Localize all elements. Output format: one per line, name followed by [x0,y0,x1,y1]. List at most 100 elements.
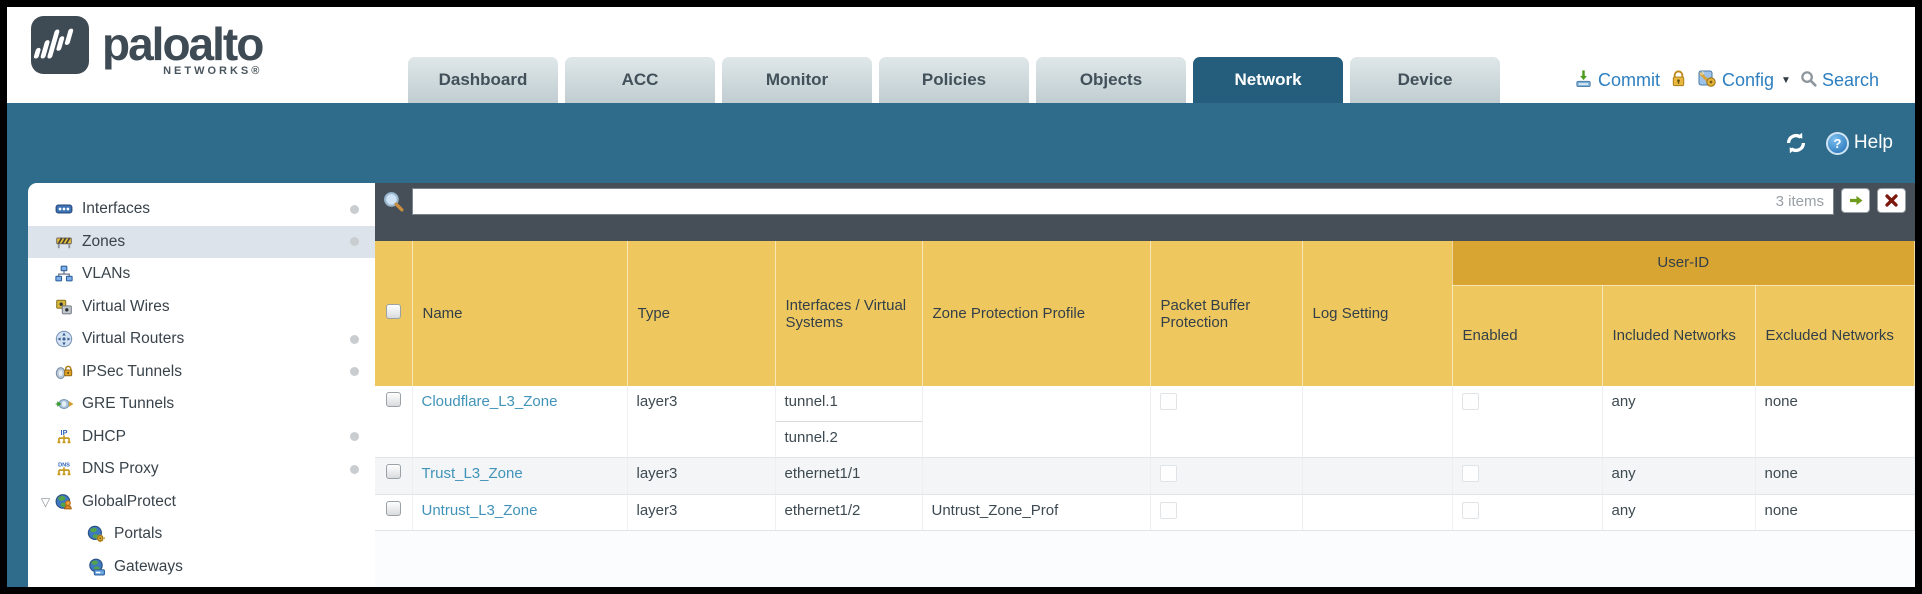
refresh-icon[interactable] [1784,131,1808,155]
commit-icon [1574,69,1593,93]
logo-wordmark: paloalto [102,17,264,70]
ipsec-tunnels-icon [55,363,75,381]
dhcp-icon: IP [55,428,75,446]
config-menu[interactable]: Config ▼ [1697,68,1791,93]
sidebar-item-virtual-wires[interactable]: Virtual Wires [28,291,375,324]
user-id-group-header: User-ID [1452,241,1915,286]
zones-table: Name Type Interfaces / Virtual Systems Z… [375,241,1915,531]
filter-toolbar: 3 items [375,183,1915,241]
select-all-checkbox[interactable] [385,304,401,319]
row-checkbox[interactable] [385,464,401,479]
user-id-enabled-checkbox[interactable] [1461,465,1479,482]
clear-filter-button[interactable] [1877,188,1906,213]
virtual-wires-icon [55,298,75,316]
column-header-included-networks[interactable]: Included Networks [1602,285,1756,386]
row-checkbox[interactable] [385,500,401,516]
packet-buffer-checkbox[interactable] [1159,501,1177,519]
included-networks-cell: any [1602,457,1756,495]
apply-filter-button[interactable] [1841,188,1870,213]
user-id-enabled-checkbox[interactable] [1461,501,1479,519]
commit-button[interactable]: Commit [1574,69,1660,93]
sidebar-item-gateways[interactable]: Gateways [28,551,375,584]
sidebar-item-label: GlobalProtect [82,492,176,510]
tab-network[interactable]: Network [1193,57,1343,103]
svg-text:IP: IP [61,428,68,437]
virtual-routers-icon [55,330,75,348]
lock-icon[interactable] [1669,69,1688,93]
sidebar-item-label: Virtual Routers [82,330,185,348]
sidebar-item-vlans[interactable]: VLANs [28,258,375,291]
column-header-name[interactable]: Name [412,241,628,386]
sidebar-item-label: Interfaces [82,200,151,218]
status-dot [350,432,359,442]
tab-monitor[interactable]: Monitor [722,57,872,103]
sidebar-item-label: IPSec Tunnels [82,362,182,380]
sidebar-item-label: Zones [82,232,126,250]
tab-device[interactable]: Device [1350,57,1500,103]
sidebar-item-dns-proxy[interactable]: DNS DNS Proxy [28,453,375,486]
svg-text:DNS: DNS [58,463,70,469]
status-dot [350,204,359,214]
interface-cell: tunnel.2 [784,428,838,446]
expander-icon[interactable]: ▽ [40,494,51,509]
sidebar-item-label: Gateways [114,557,183,575]
tab-objects[interactable]: Objects [1036,57,1186,103]
zone-type-cell: layer3 [627,494,776,531]
globalprotect-icon [55,493,75,511]
tab-policies[interactable]: Policies [879,57,1029,103]
packet-buffer-checkbox[interactable] [1159,393,1177,410]
column-header-type[interactable]: Type [627,241,776,386]
packet-buffer-checkbox[interactable] [1159,465,1177,482]
interface-cell: ethernet1/1 [784,465,861,482]
search-icon [1800,70,1817,92]
column-header-packet-buffer-protection[interactable]: Packet Buffer Protection [1150,241,1303,386]
portals-icon [87,525,107,543]
included-networks-cell: any [1602,494,1756,531]
column-header-enabled[interactable]: Enabled [1452,285,1603,386]
column-header-zone-protection-profile[interactable]: Zone Protection Profile [922,241,1151,386]
sidebar-item-label: VLANs [82,265,131,283]
row-checkbox[interactable] [385,392,401,407]
interfaces-icon [55,200,75,218]
sidebar-item-label: DNS Proxy [82,460,159,478]
excluded-networks-cell: none [1755,494,1915,531]
help-button[interactable]: ? Help [1825,131,1893,155]
gateways-icon [87,558,107,576]
interface-cell: tunnel.1 [775,386,922,422]
select-all-header [375,241,413,386]
filter-input-wrap: 3 items [412,188,1834,215]
tab-acc[interactable]: ACC [565,57,715,103]
sidebar-item-ipsec-tunnels[interactable]: IPSec Tunnels [28,356,375,389]
gre-tunnels-icon [55,395,75,413]
zone-type-cell: layer3 [627,457,776,495]
sidebar-item-portals[interactable]: Portals [28,518,375,551]
sidebar-item-zones[interactable]: Zones [28,225,375,258]
sub-header-band: ? Help [7,103,1915,183]
sidebar-item-virtual-routers[interactable]: Virtual Routers [28,323,375,356]
column-header-excluded-networks[interactable]: Excluded Networks [1755,285,1915,386]
zone-name-link[interactable]: Cloudflare_L3_Zone [421,393,558,410]
red-x-icon [1885,194,1898,207]
zone-type-cell: layer3 [627,386,776,458]
vlans-icon [55,265,75,283]
filter-input[interactable] [413,189,1833,214]
sidebar-item-gre-tunnels[interactable]: GRE Tunnels [28,388,375,421]
column-header-interfaces[interactable]: Interfaces / Virtual Systems [775,241,923,386]
tab-dashboard[interactable]: Dashboard [408,57,558,103]
user-id-enabled-checkbox[interactable] [1461,393,1479,410]
sidebar-item-globalprotect[interactable]: ▽ GlobalProtect [28,486,375,519]
zone-protection-profile-cell [922,386,1151,458]
sidebar-item-interfaces[interactable]: Interfaces [28,193,375,226]
zone-name-link[interactable]: Untrust_L3_Zone [421,501,538,519]
search-button[interactable]: Search [1800,70,1879,92]
zone-name-link[interactable]: Trust_L3_Zone [421,465,523,482]
status-dot [350,464,359,474]
column-header-log-setting[interactable]: Log Setting [1302,241,1453,386]
